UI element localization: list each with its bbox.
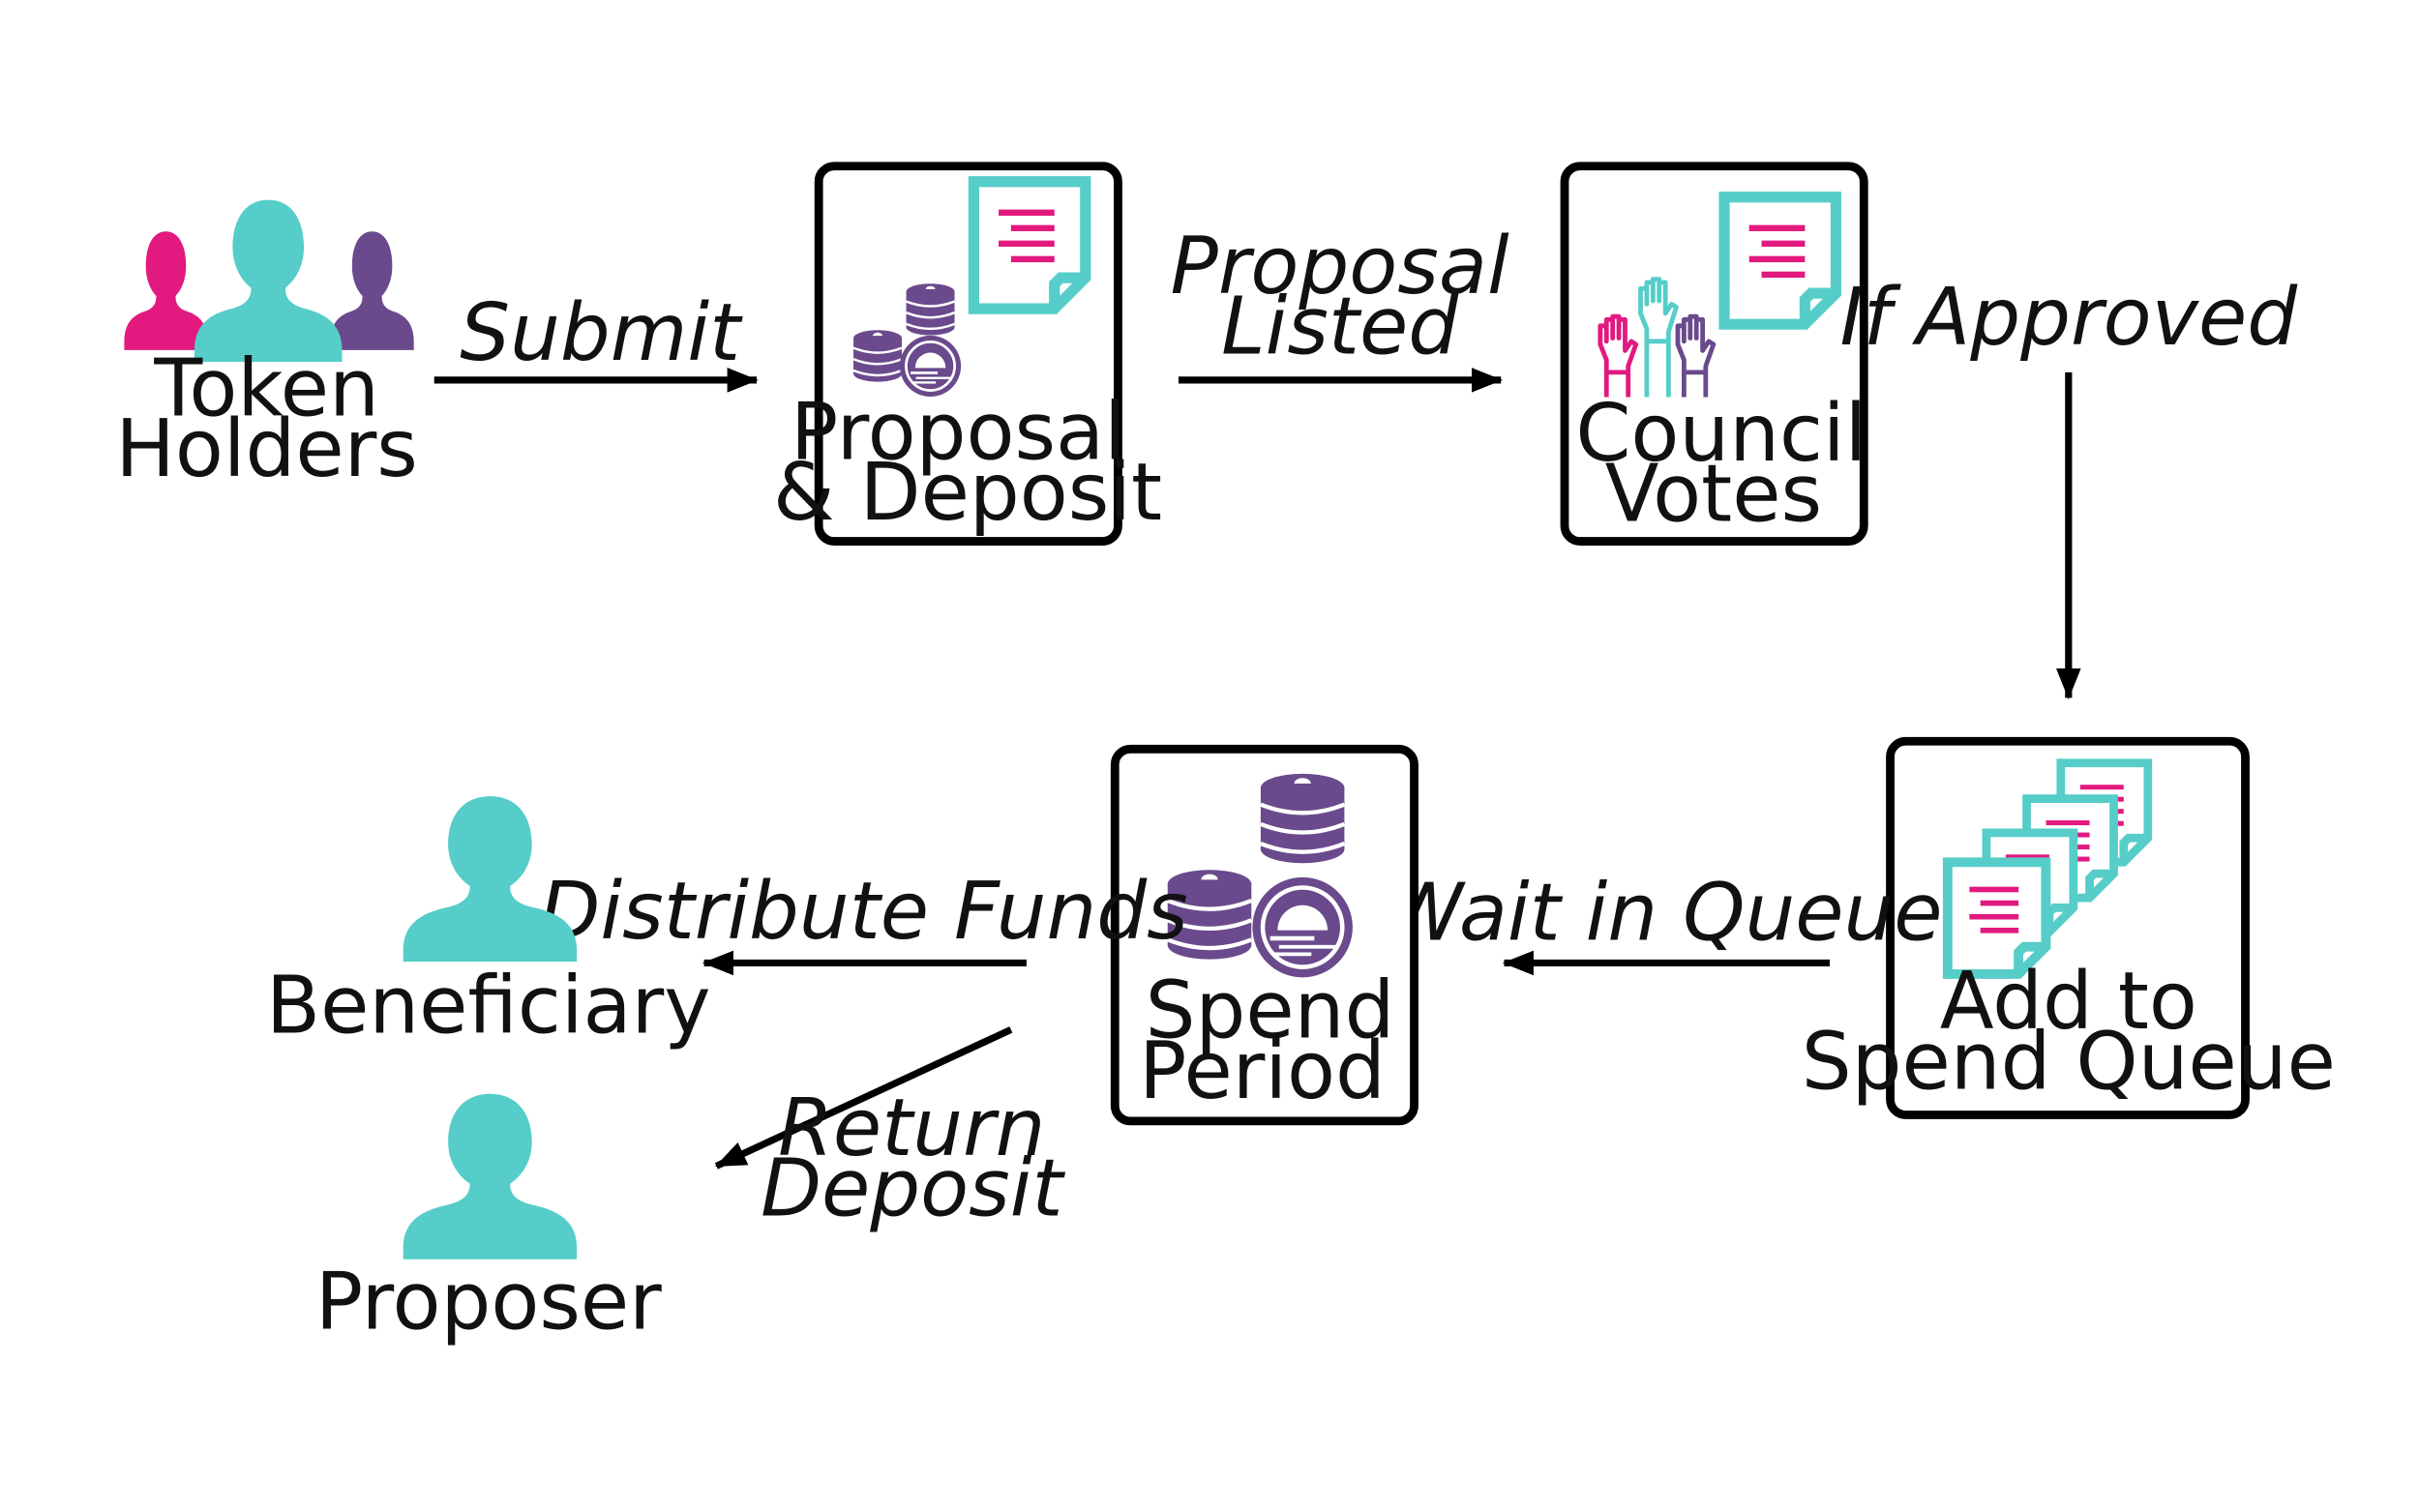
proposal-listed-label-line2: Listed xyxy=(1221,282,1459,373)
distribute-funds-label: Distribute Funds xyxy=(540,866,1188,958)
token-holders-label-line1: Token xyxy=(153,343,379,435)
proposal-deposit-label-line1: Proposal xyxy=(791,387,1126,479)
submit-edge: Submit xyxy=(433,287,759,393)
token-holders-node: Token Holders xyxy=(115,199,418,495)
token-holders-label-line2: Holders xyxy=(115,403,417,495)
proposal-deposit-label-line2: & Deposit xyxy=(773,447,1162,539)
return-deposit-label-line2: Deposit xyxy=(761,1143,1065,1235)
people-group-icon xyxy=(124,199,414,362)
wait-in-queue-edge: Wait in Queue xyxy=(1386,867,1943,976)
proposal-listed-edge: Proposal Listed xyxy=(1171,221,1509,393)
spend-queue-node: Add to Spend Queue xyxy=(1802,736,2336,1119)
spend-period-label-line1: Spend xyxy=(1146,964,1395,1056)
council-votes-node: Council Votes xyxy=(1560,162,1868,546)
return-deposit-arrow xyxy=(714,1026,1013,1170)
if-approved-label: If Approved xyxy=(1840,272,2299,364)
proposer-node: Proposer xyxy=(315,1093,662,1349)
beneficiary-label: Beneficiary xyxy=(266,961,711,1052)
wait-in-queue-label: Wait in Queue xyxy=(1386,867,1943,959)
return-deposit-edge: Return Deposit xyxy=(714,1026,1065,1235)
person-icon xyxy=(403,1093,578,1260)
council-votes-label-line2: Votes xyxy=(1605,449,1822,541)
spend-queue-box xyxy=(1886,736,2250,1119)
return-deposit-label-line1: Return xyxy=(778,1082,1045,1174)
proposal-deposit-node: Proposal & Deposit xyxy=(773,162,1162,546)
raised-hands-document-icon xyxy=(1598,197,1837,398)
beneficiary-node: Beneficiary xyxy=(266,796,711,1052)
proposer-label: Proposer xyxy=(315,1257,662,1349)
submit-label: Submit xyxy=(460,287,743,379)
distribute-funds-edge: Distribute Funds xyxy=(540,866,1188,976)
council-votes-label-line1: Council xyxy=(1575,388,1867,480)
spend-period-label-line2: Period xyxy=(1139,1025,1386,1117)
if-approved-edge: If Approved xyxy=(1840,272,2299,700)
spend-queue-label-line2: Spend Queue xyxy=(1802,1016,2336,1108)
proposal-listed-label-line1: Proposal xyxy=(1171,221,1509,312)
spend-queue-label-line1: Add to xyxy=(1940,956,2197,1048)
spend-period-node: Spend Period xyxy=(1110,744,1419,1126)
